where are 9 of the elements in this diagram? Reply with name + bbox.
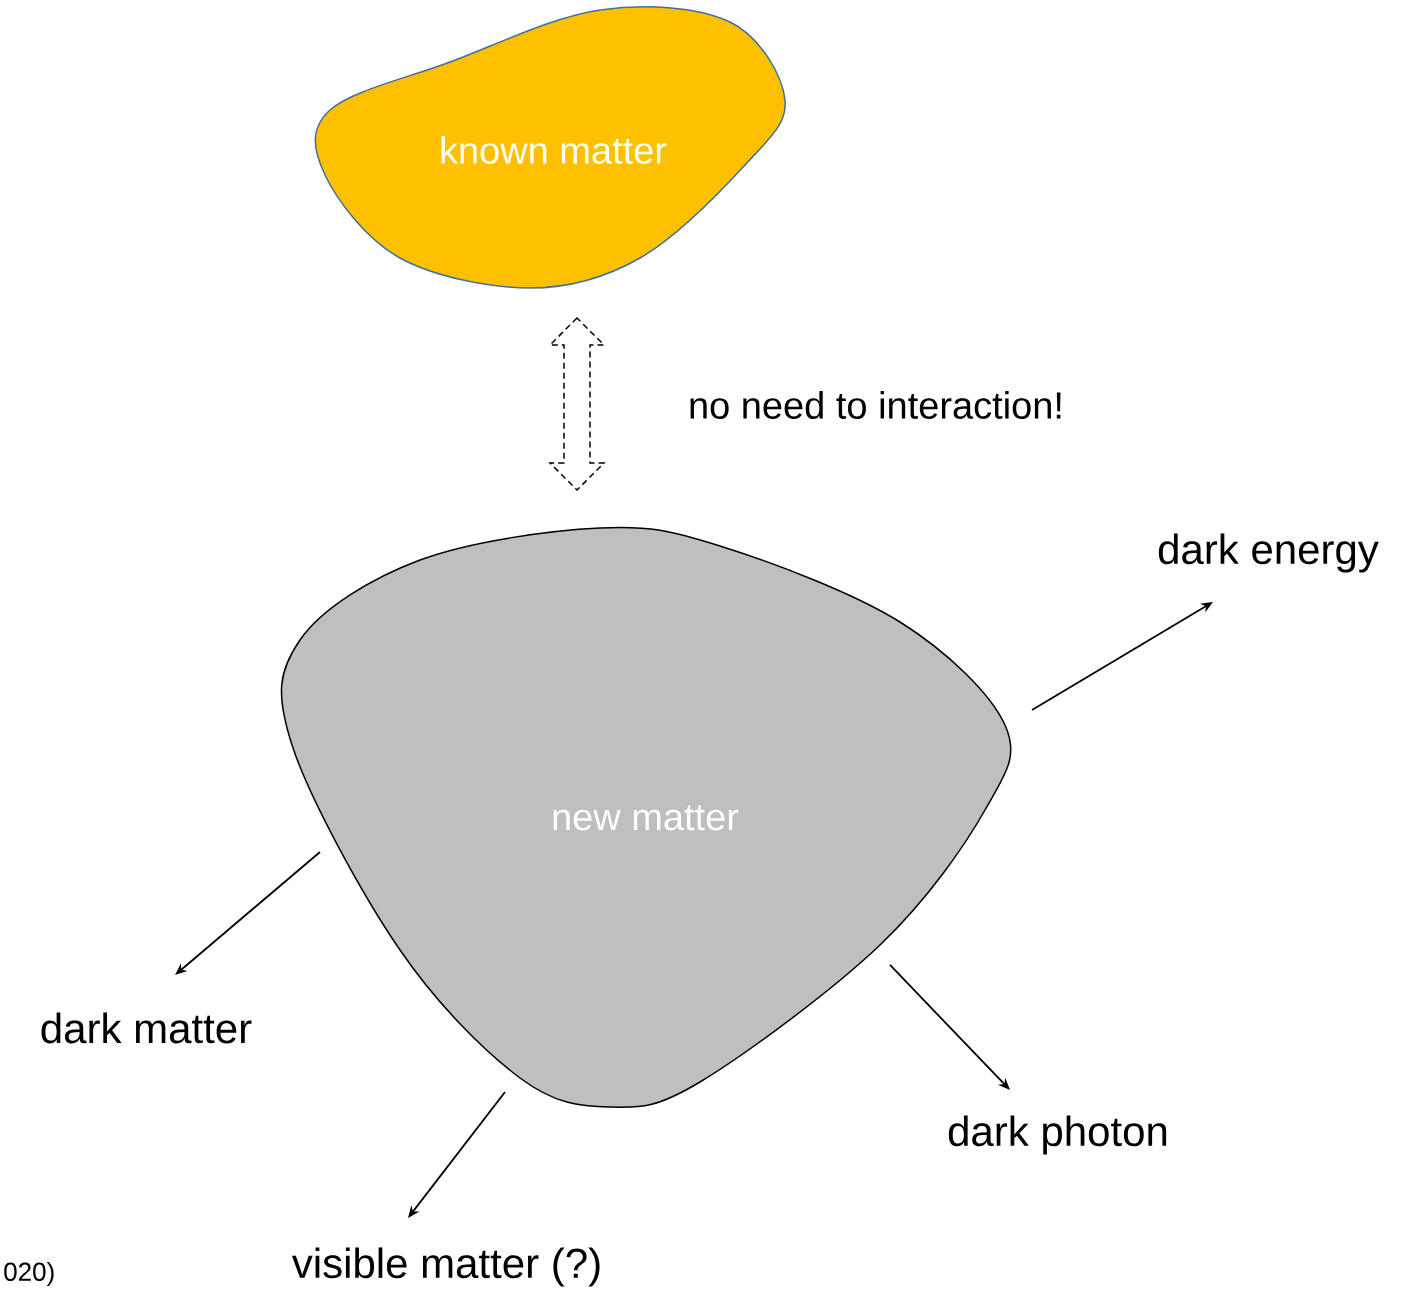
arrow [175,851,321,975]
text-label: visible matter (?) [291,1247,600,1287]
text-label: dark energy [1158,533,1379,573]
text-label: dark matter [41,1012,252,1044]
arrow [408,1091,506,1218]
text-label: dark photon [948,1115,1167,1155]
arrow [889,964,1010,1090]
note-text: 020) [4,1261,54,1287]
edge-label: no need to interaction! [686,389,1067,421]
